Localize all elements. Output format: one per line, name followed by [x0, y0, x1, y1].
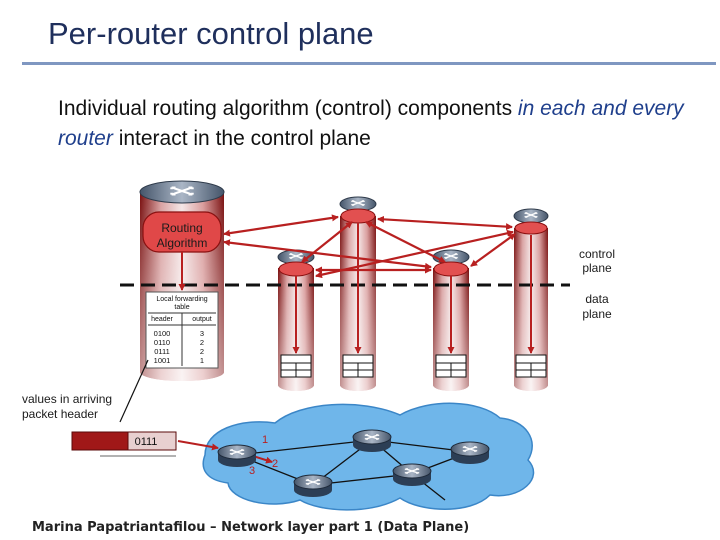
network-cloud — [202, 402, 535, 511]
fwd-row-3-output: 2 — [200, 347, 204, 356]
fwd-row-1-output: 3 — [200, 329, 204, 338]
fwd-table-col-output: output — [192, 316, 212, 323]
routing-algorithm-label-1: Routing — [161, 221, 202, 235]
header-lookup-pointer — [119, 359, 149, 423]
control-plane-label-2: plane — [582, 261, 612, 275]
fwd-table-title-2: table — [174, 304, 189, 311]
packet: 0111 — [71, 431, 177, 457]
bullet-part-2: interact in the control plane — [112, 127, 371, 150]
packet-header-label-2: packet header — [22, 407, 98, 421]
fwd-row-2-header: 0110 — [154, 338, 170, 347]
bullet-italic: in each and every router — [58, 97, 684, 150]
network-router-3 — [293, 474, 333, 497]
control-plane-label-1: control — [579, 247, 615, 261]
fwd-row-4-header: 1001 — [154, 356, 171, 365]
data-plane-label-2: plane — [582, 307, 612, 321]
network-router-4 — [392, 463, 432, 486]
packet-header-label-1: values in arriving — [22, 392, 112, 406]
packet-header-value: 0111 — [135, 436, 158, 448]
title-divider — [22, 62, 716, 65]
port-label-1: 1 — [262, 434, 268, 446]
bullet-text: Individual routing algorithm (control) c… — [58, 94, 688, 154]
packet-to-router-arrow — [177, 440, 219, 451]
network-router-2 — [352, 429, 392, 452]
table-update-arrows — [178, 223, 535, 354]
fwd-row-4-output: 1 — [200, 356, 204, 365]
control-plane-diagram: Routing Algorithm Local forwarding table… — [22, 180, 615, 511]
network-router-1 — [217, 444, 257, 467]
local-forwarding-table: Local forwarding table header output 010… — [145, 291, 219, 369]
fwd-table-col-header: header — [151, 316, 173, 323]
slide-title: Per-router control plane — [48, 16, 374, 51]
fwd-table-title-1: Local forwarding — [156, 296, 207, 303]
fwd-row-2-output: 2 — [200, 338, 204, 347]
network-router-5 — [450, 441, 490, 464]
port-label-2: 2 — [272, 458, 278, 470]
control-plane-arrows — [223, 214, 516, 279]
port-label-3: 3 — [249, 465, 255, 477]
mini-forwarding-tables — [280, 354, 547, 378]
fwd-row-1-header: 0100 — [154, 329, 171, 338]
data-plane-label-1: data — [585, 292, 609, 306]
routing-algorithm-label-2: Algorithm — [157, 236, 208, 250]
slide-footer: Marina Papatriantafilou – Network layer … — [32, 520, 470, 535]
fwd-row-3-header: 0111 — [154, 347, 170, 356]
bullet-part-1: Individual routing algorithm (control) c… — [58, 97, 518, 120]
